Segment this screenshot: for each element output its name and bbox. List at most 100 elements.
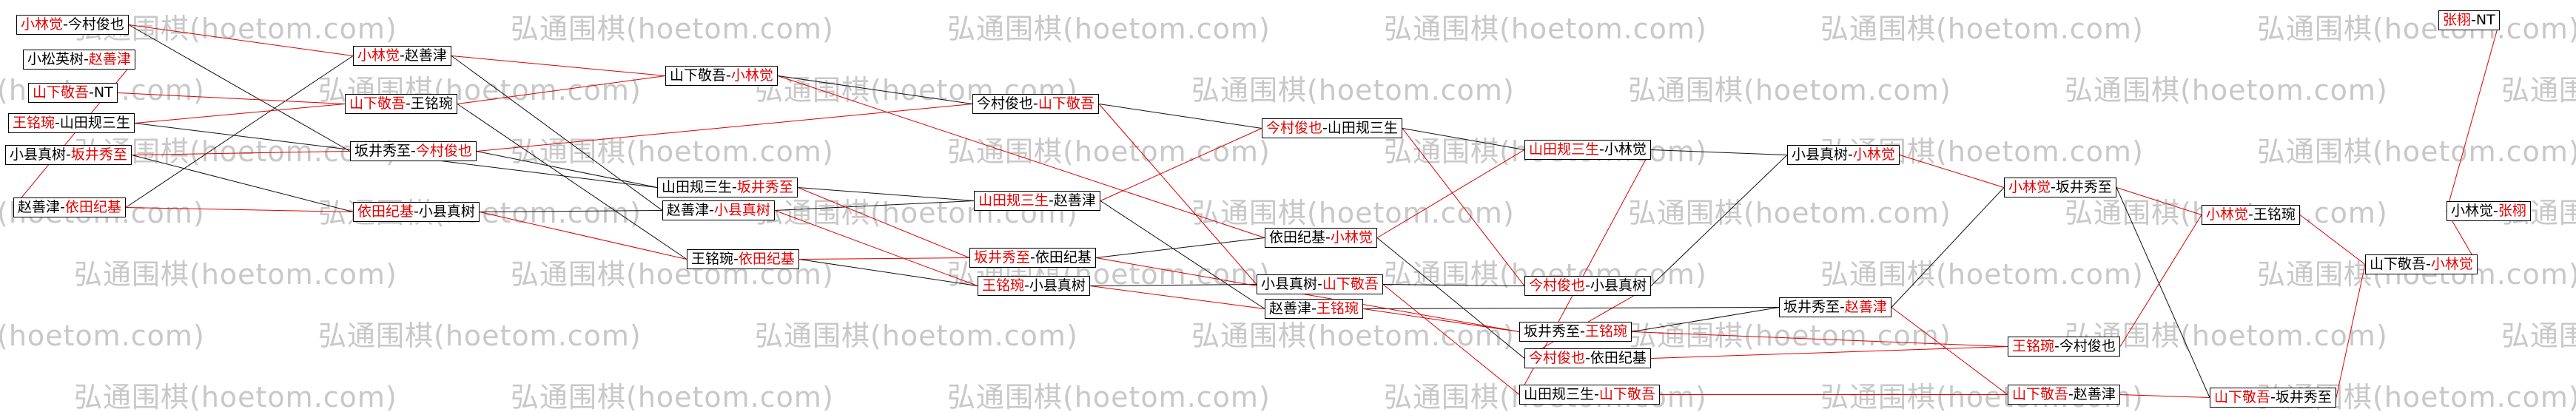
name-separator: - [2270, 389, 2276, 405]
name-separator: - [1317, 276, 1322, 292]
player-name-left: 坂井秀至 [1783, 299, 1840, 315]
player-name-right: 小林觉 [1852, 146, 1895, 163]
game-box: 赵善津-依田纪基 [13, 197, 126, 217]
player-name-left: 王铭琬 [2012, 338, 2055, 354]
watermark-text: 弘通围棋(hoetom.com) [2065, 74, 2388, 107]
player-name-left: 山下敬吾 [33, 84, 90, 101]
player-name-left: 今村俊也 [977, 95, 1034, 112]
watermark-text: 弘通围棋(hoetom.com) [947, 13, 1271, 45]
player-name-left: 依田纪基 [357, 203, 414, 220]
player-name-left: 今村俊也 [1529, 350, 1586, 366]
game-box: 王铭琬-小县真树 [978, 276, 1090, 296]
player-name-right: 依田纪基 [738, 251, 795, 267]
watermark-text: 弘通围棋(hoetom.com) [74, 258, 397, 291]
name-separator: - [2426, 256, 2431, 272]
name-separator: - [2054, 338, 2059, 354]
name-separator: - [1049, 192, 1054, 209]
name-separator: - [89, 84, 94, 101]
player-name-left: 王铭琬 [982, 277, 1025, 294]
name-separator: - [2051, 179, 2056, 195]
watermark-text: 弘通围棋(hoetom.com) [511, 381, 834, 412]
player-name-right: 赵善津 [88, 51, 131, 67]
name-separator: - [2068, 386, 2074, 402]
game-box: 赵善津-王铭琬 [1265, 299, 1363, 319]
player-name-left: 小县真树 [1792, 146, 1849, 163]
watermark-text: 弘通围棋(hoetom.com) [1628, 320, 1951, 352]
player-name-left: 王铭琬 [13, 115, 56, 131]
player-name-right: 山田规三生 [1327, 120, 1398, 136]
player-name-right: 小县真树 [418, 203, 475, 220]
name-separator: - [1325, 229, 1331, 246]
name-separator: - [1585, 277, 1590, 294]
name-separator: - [709, 202, 714, 218]
player-name-right: 山下敬吾 [1598, 386, 1655, 402]
player-name-left: 山下敬吾 [2370, 256, 2427, 272]
watermark-text: 弘通围棋(hoetom.com) [1384, 13, 1707, 45]
player-path-segment [1362, 307, 1780, 309]
name-separator: - [1311, 300, 1316, 317]
name-separator: - [2471, 12, 2476, 28]
game-box: 小林觉-今村俊也 [16, 15, 129, 35]
player-name-right: NT [93, 84, 113, 101]
game-box: 王铭琬-今村俊也 [2008, 337, 2120, 357]
player-name-left: 小林觉 [2451, 203, 2494, 219]
game-box: 山田规三生-山下敬吾 [1519, 385, 1660, 405]
game-box: 山下敬吾-王铭琬 [345, 94, 457, 114]
watermark-text: 弘通围棋(hoetom.com) [0, 320, 205, 352]
name-separator: - [55, 115, 60, 131]
player-name-left: 山下敬吾 [2214, 389, 2271, 405]
game-box: 小林觉-赵善津 [353, 46, 451, 66]
player-name-left: 依田纪基 [1269, 229, 1326, 246]
player-name-left: 坂井秀至 [974, 249, 1031, 266]
name-separator: - [84, 51, 89, 67]
player-name-right: 依田纪基 [1590, 350, 1647, 366]
name-separator: - [1848, 146, 1853, 163]
name-separator: - [1033, 95, 1038, 112]
player-name-left: 小县真树 [10, 146, 67, 163]
player-name-right: 赵善津 [2073, 386, 2116, 402]
name-separator: - [726, 67, 731, 84]
player-name-right: 今村俊也 [2059, 338, 2116, 354]
player-name-left: 山田规三生 [978, 192, 1049, 209]
game-box: 山下敬吾-坂井秀至 [2210, 388, 2336, 408]
player-name-left: 山田规三生 [662, 179, 733, 195]
watermark-text: 弘通围棋(hoetom.com) [947, 381, 1271, 412]
player-name-left: 今村俊也 [1529, 277, 1586, 294]
player-name-right: 依田纪基 [1035, 249, 1092, 266]
name-separator: - [1580, 323, 1585, 340]
player-name-right: 赵善津 [1053, 192, 1096, 209]
player-name-right: 王铭琬 [2253, 206, 2296, 223]
game-box: 今村俊也-小县真树 [1524, 276, 1651, 296]
game-box: 今村俊也-依田纪基 [1524, 348, 1651, 368]
watermark-text: 弘通围棋(hoetom.com) [1191, 74, 1515, 107]
player-name-right: 坂井秀至 [70, 146, 127, 163]
name-separator: - [2493, 203, 2498, 219]
player-name-left: 坂井秀至 [1524, 323, 1581, 340]
watermark-text: 弘通围棋(hoetom.com) [511, 135, 834, 168]
player-name-left: 小林觉 [2206, 206, 2249, 223]
player-name-right: NT [2475, 12, 2495, 28]
game-box: 依田纪基-小林觉 [1265, 228, 1377, 248]
player-name-right: 王铭琬 [1316, 300, 1359, 317]
player-name-left: 小松英树 [27, 51, 84, 67]
game-box: 王铭琬-依田纪基 [687, 249, 799, 269]
name-separator: - [1585, 350, 1590, 366]
player-name-right: 小林觉 [730, 67, 773, 84]
watermark-text: 弘通围棋(hoetom.com) [1191, 320, 1515, 352]
player-name-left: 坂井秀至 [354, 143, 411, 159]
watermark-text: 弘通围棋(hoetom.com) [1191, 197, 1515, 229]
game-box: 小县真树-坂井秀至 [5, 145, 132, 165]
player-name-left: 张栩 [2443, 12, 2472, 28]
game-box: 坂井秀至-今村俊也 [350, 141, 477, 161]
player-name-right: 今村俊也 [415, 143, 472, 159]
player-name-right: 山田规三生 [59, 115, 130, 131]
player-name-right: 山下敬吾 [1322, 276, 1379, 292]
name-separator: - [733, 251, 739, 267]
name-separator: - [1599, 141, 1604, 158]
name-separator: - [411, 143, 416, 159]
game-box: 山下敬吾-小林觉 [2365, 254, 2478, 274]
watermark-text: 弘通围棋(hoetom.com) [1820, 13, 2144, 45]
game-box: 王铭琬-山田规三生 [8, 113, 135, 133]
player-name-left: 王铭琬 [691, 251, 734, 267]
